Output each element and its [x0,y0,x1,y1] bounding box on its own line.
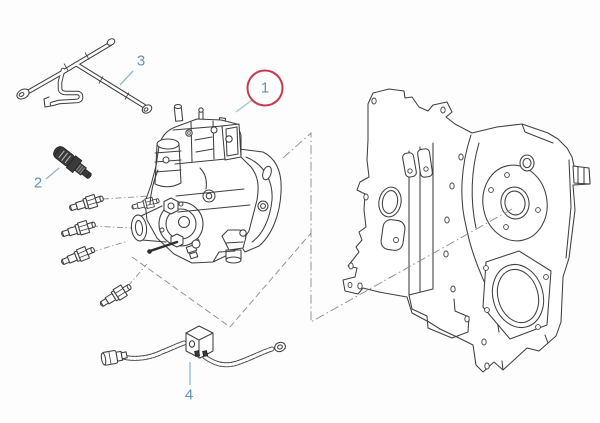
bolt-leader-line [127,263,148,287]
callout-2-label: 2 [33,174,43,192]
callout-3[interactable]: 3 [137,54,145,69]
bolt-leader-line [102,195,151,200]
pump-to-case-alignment-line [282,131,513,323]
callout-1[interactable]: 1 [246,69,284,107]
injection-pump-drawing [130,103,282,264]
pump-to-lead-alignment-line [131,232,312,328]
bolt-drawing-3 [58,243,98,269]
wiring-harness-drawing [16,38,153,114]
callout-4-label: 4 [184,386,194,404]
sensor-drawing [53,146,92,179]
wiring-lead-drawing [100,325,286,368]
bolt-leader-line [91,240,129,253]
callout-2-leader [45,167,60,180]
callout-3-leader [119,70,134,86]
callout-4[interactable]: 4 [185,388,193,403]
callout-2[interactable]: 2 [34,176,42,191]
callout-1-leader [235,99,253,113]
callout-3-label: 3 [136,52,146,70]
bolt-drawing-2 [59,217,98,241]
alignment-lines [91,131,513,328]
bolt-drawing-1 [67,191,106,215]
callout-1-label: 1 [260,79,270,97]
bolt-drawing-4 [97,280,135,311]
bolt-leader-line [91,225,132,229]
callout-leaders [45,70,253,385]
timing-case-drawing [342,88,591,373]
